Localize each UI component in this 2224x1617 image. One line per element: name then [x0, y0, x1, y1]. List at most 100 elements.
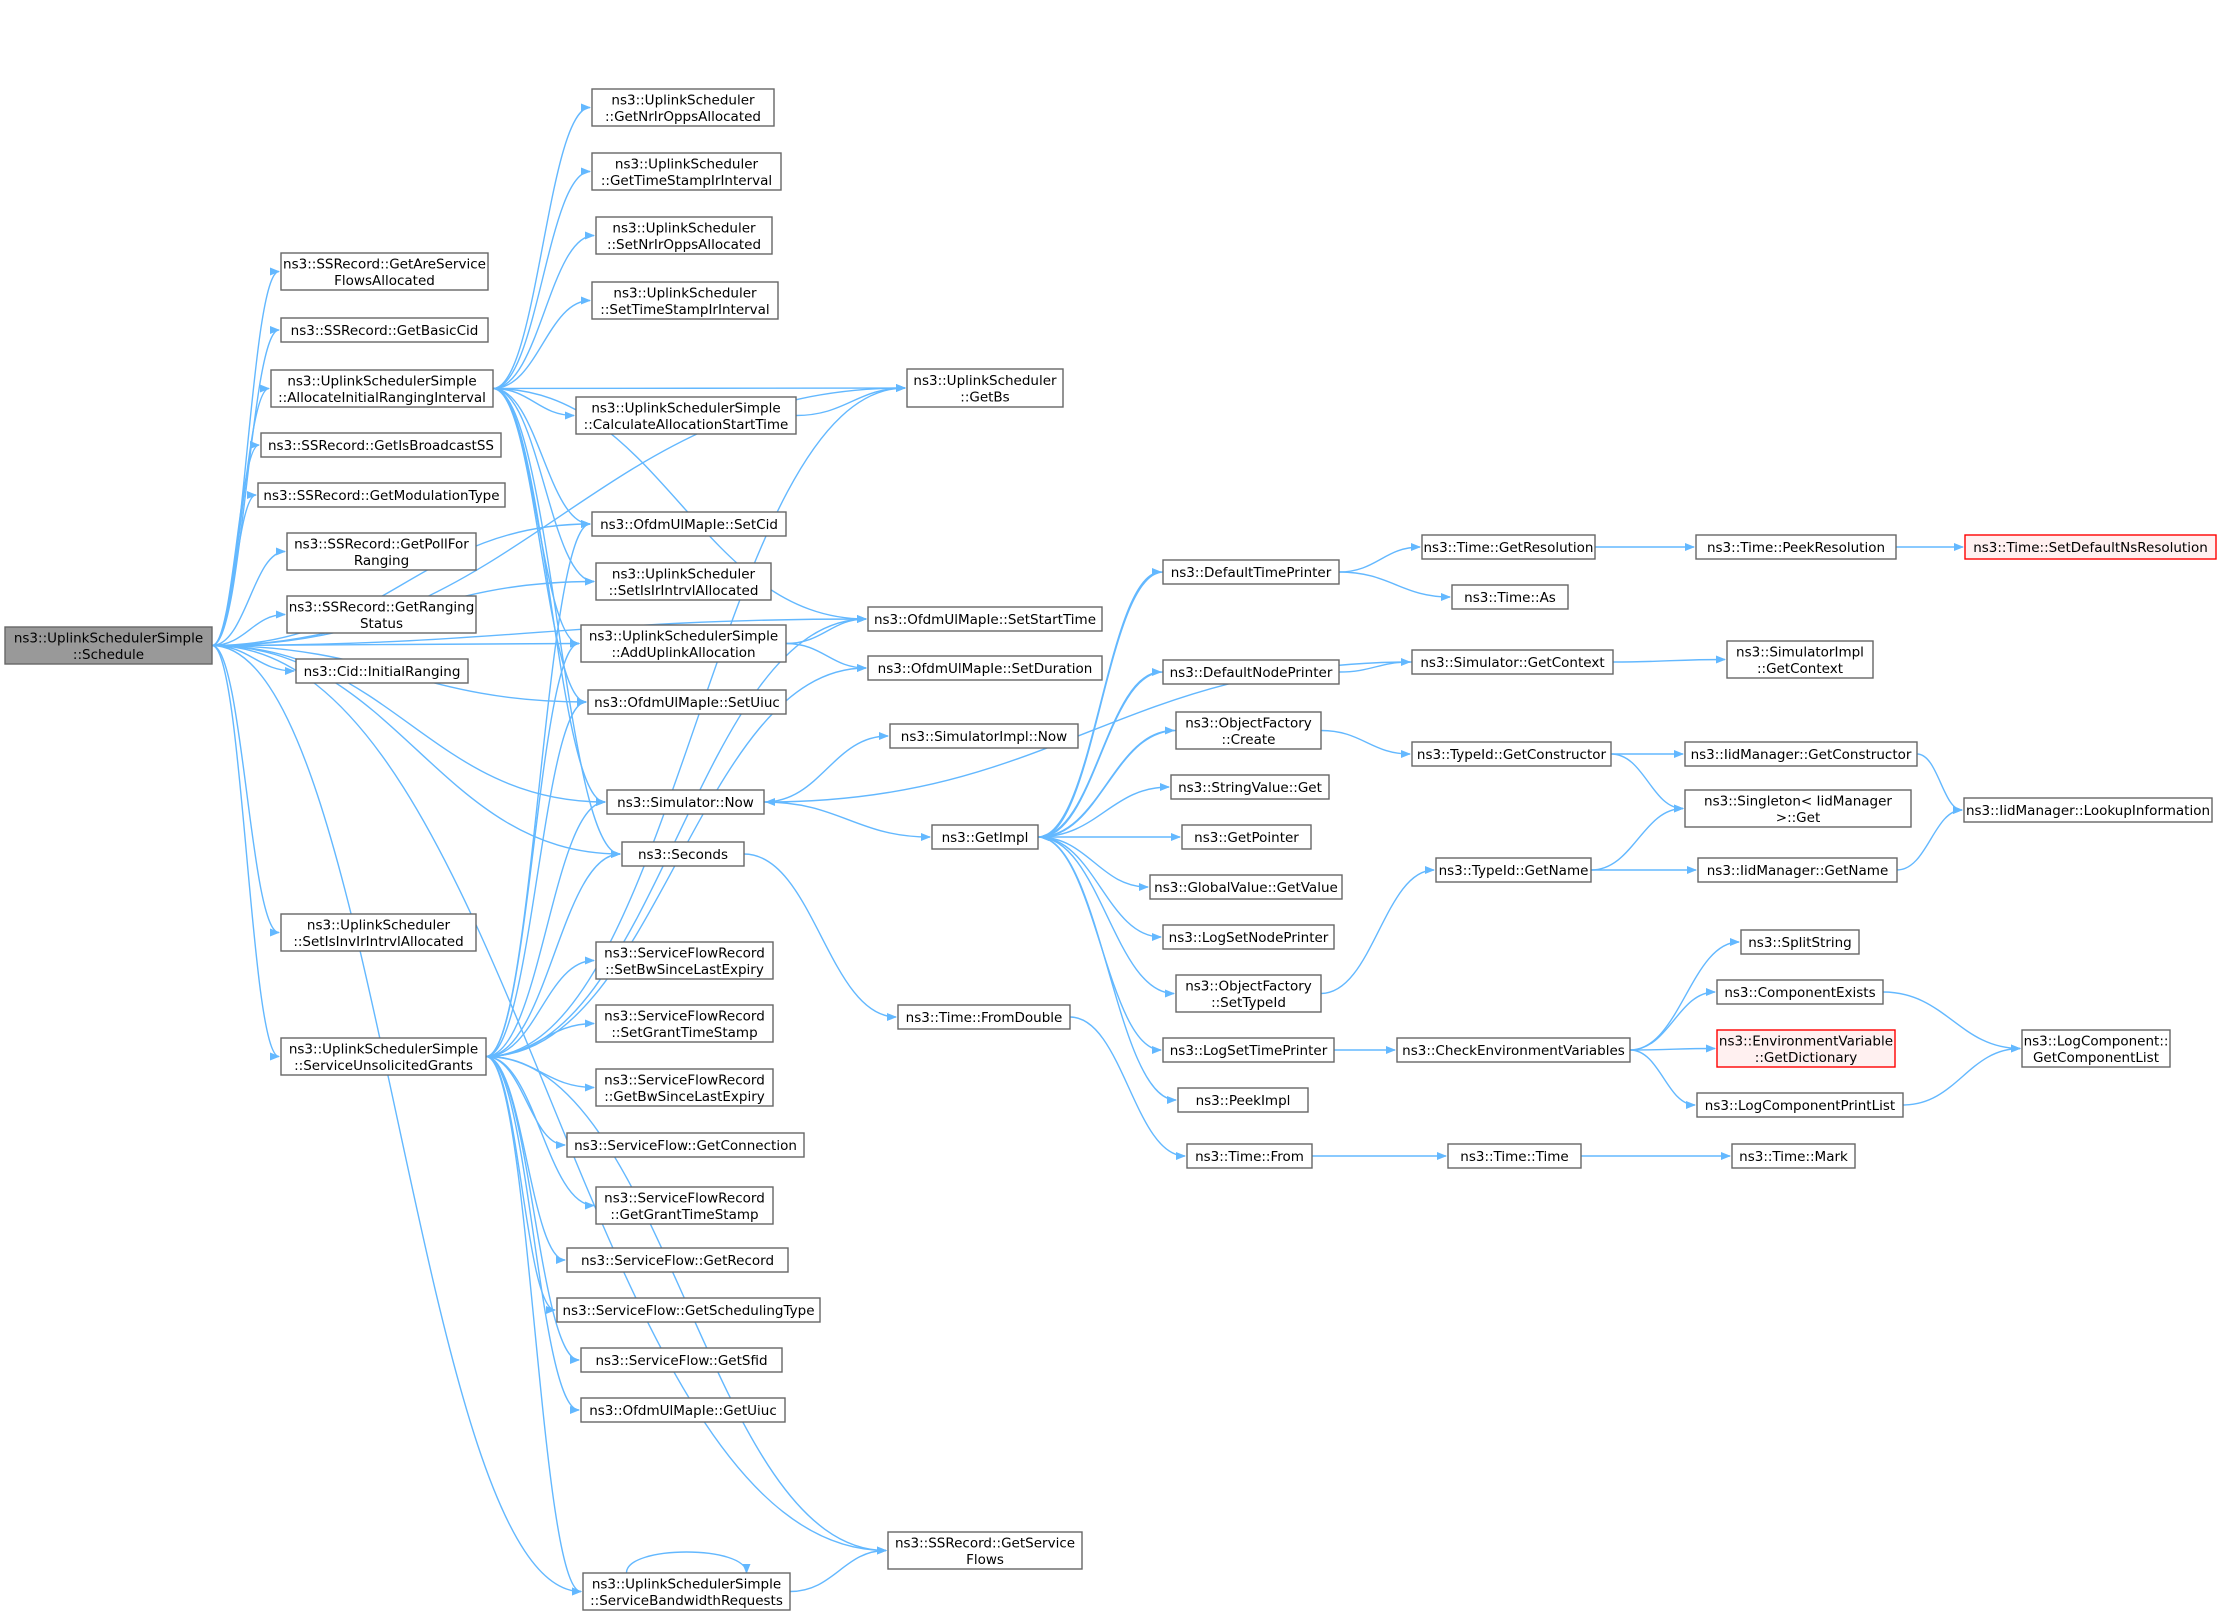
node-calcAllocStart[interactable]: ns3::UplinkSchedulerSimple::CalculateAll…	[575, 396, 797, 435]
node-addUplinkAlloc[interactable]: ns3::UplinkSchedulerSimple::AddUplinkAll…	[580, 624, 787, 663]
node-setBwSince[interactable]: ns3::ServiceFlowRecord::SetBwSinceLastEx…	[595, 941, 774, 980]
node-getModulationType[interactable]: ns3::SSRecord::GetModulationType	[257, 482, 506, 508]
node-timeGetResolution[interactable]: ns3::Time::GetResolution	[1421, 534, 1596, 560]
edge-schedule-to-getPollForRanging	[211, 547, 286, 647]
edge-iidGetConstructor-to-iidLookupInfo	[1916, 753, 1963, 814]
node-seconds[interactable]: ns3::Seconds	[621, 841, 745, 867]
edge-checkEnvVars-to-envGetDictionary	[1629, 1044, 1716, 1053]
node-iidLookupInfo[interactable]: ns3::IidManager::LookupInformation	[1963, 797, 2213, 823]
edge-componentExists-to-logCompGetList	[1882, 991, 2021, 1053]
node-setIsIrIntrvl[interactable]: ns3::UplinkScheduler::SetIsIrIntrvlAlloc…	[595, 562, 772, 601]
node-simImplNow[interactable]: ns3::SimulatorImpl::Now	[889, 723, 1079, 749]
node-defaultNodePrinter[interactable]: ns3::DefaultNodePrinter	[1162, 659, 1340, 685]
node-label: ns3::Time::Time	[1460, 1149, 1568, 1165]
node-box	[867, 606, 1103, 632]
node-label: ::GetDictionary	[1755, 1050, 1857, 1066]
edge-objFactoryCreate-to-getImpl	[1039, 729, 1177, 841]
node-simImplGetContext[interactable]: ns3::SimulatorImpl::GetContext	[1726, 640, 1874, 679]
node-serviceBwReq[interactable]: ns3::UplinkSchedulerSimple::ServiceBandw…	[582, 1572, 791, 1611]
node-timePeekResolution[interactable]: ns3::Time::PeekResolution	[1695, 534, 1897, 560]
node-box	[887, 1531, 1083, 1570]
node-label: ::SetIsInvIrIntrvlAllocated	[293, 934, 463, 950]
node-objFactoryCreate[interactable]: ns3::ObjectFactory::Create	[1175, 711, 1322, 750]
node-timeAs[interactable]: ns3::Time::As	[1451, 584, 1569, 610]
edge-simNow-to-getImpl	[763, 801, 931, 841]
node-label: ::GetBs	[960, 389, 1009, 405]
edge-checkEnvVars-to-componentExists	[1629, 988, 1716, 1051]
node-setGrantTs[interactable]: ns3::ServiceFlowRecord::SetGrantTimeStam…	[595, 1004, 774, 1043]
edge-schedule-to-addUplinkAlloc	[211, 639, 580, 648]
node-checkEnvVars[interactable]: ns3::CheckEnvironmentVariables	[1396, 1037, 1631, 1063]
node-setTimeStampIr[interactable]: ns3::UplinkScheduler::SetTimeStampIrInte…	[591, 281, 779, 320]
edge-serviceUnsolicited-to-serviceBwReq	[485, 1055, 582, 1596]
node-componentExists[interactable]: ns3::ComponentExists	[1716, 979, 1884, 1005]
node-label: ns3::UplinkScheduler	[913, 373, 1057, 389]
node-timeFromDouble[interactable]: ns3::Time::FromDouble	[897, 1004, 1071, 1030]
node-label: ns3::Simulator::Now	[617, 795, 754, 811]
node-getImpl[interactable]: ns3::GetImpl	[931, 824, 1039, 850]
node-envGetDictionary[interactable]: ns3::EnvironmentVariable::GetDictionary	[1716, 1029, 1896, 1068]
node-getConnection[interactable]: ns3::ServiceFlow::GetConnection	[566, 1132, 805, 1158]
node-getPointer[interactable]: ns3::GetPointer	[1181, 824, 1312, 850]
node-getGrantTs[interactable]: ns3::ServiceFlowRecord::GetGrantTimeStam…	[595, 1186, 774, 1225]
node-setDefaultNsRes[interactable]: ns3::Time::SetDefaultNsResolution	[1964, 534, 2217, 560]
node-getUiuc[interactable]: ns3::OfdmUlMapIe::GetUiuc	[580, 1397, 786, 1423]
node-setStartTime[interactable]: ns3::OfdmUlMapIe::SetStartTime	[867, 606, 1103, 632]
node-setUiuc[interactable]: ns3::OfdmUlMapIe::SetUiuc	[587, 689, 787, 715]
node-label: ::GetBwSinceLastExpiry	[604, 1089, 765, 1105]
node-getTimeStampIr[interactable]: ns3::UplinkScheduler::GetTimeStampIrInte…	[591, 152, 782, 191]
node-timeTime[interactable]: ns3::Time::Time	[1447, 1143, 1582, 1169]
node-label: ns3::LogSetTimePrinter	[1170, 1043, 1328, 1059]
node-typeIdGetConstructor[interactable]: ns3::TypeId::GetConstructor	[1411, 741, 1612, 767]
node-globalValueGet[interactable]: ns3::GlobalValue::GetValue	[1149, 874, 1343, 900]
edge-addUplinkAlloc-to-setStartTime	[785, 615, 867, 645]
node-stringValueGet[interactable]: ns3::StringValue::Get	[1170, 774, 1330, 800]
node-label: ns3::ServiceFlow::GetSchedulingType	[562, 1303, 814, 1319]
node-getSchedType[interactable]: ns3::ServiceFlow::GetSchedulingType	[556, 1297, 821, 1323]
node-getBs[interactable]: ns3::UplinkScheduler::GetBs	[906, 368, 1064, 408]
node-iidGetConstructor[interactable]: ns3::IidManager::GetConstructor	[1684, 741, 1918, 767]
node-objFactorySetTypeId[interactable]: ns3::ObjectFactory::SetTypeId	[1175, 974, 1322, 1013]
node-getIsBroadcastSS[interactable]: ns3::SSRecord::GetIsBroadcastSS	[260, 432, 502, 458]
node-timeFrom[interactable]: ns3::Time::From	[1186, 1143, 1313, 1169]
node-box	[295, 658, 469, 684]
node-schedule[interactable]: ns3::UplinkSchedulerSimple::Schedule	[4, 626, 213, 665]
node-initialRanging[interactable]: ns3::Cid::InitialRanging	[295, 658, 469, 684]
node-logCompGetList[interactable]: ns3::LogComponent::GetComponentList	[2021, 1029, 2171, 1068]
node-iidGetName[interactable]: ns3::IidManager::GetName	[1697, 857, 1898, 883]
node-getAreServiceFlows[interactable]: ns3::SSRecord::GetAreServiceFlowsAllocat…	[280, 252, 489, 291]
node-simNow[interactable]: ns3::Simulator::Now	[606, 789, 765, 815]
node-label: ns3::UplinkSchedulerSimple	[591, 400, 780, 416]
node-singletonGet[interactable]: ns3::Singleton< IidManager>::Get	[1684, 789, 1912, 828]
node-setDuration[interactable]: ns3::OfdmUlMapIe::SetDuration	[867, 655, 1103, 681]
node-setIsInvIrIntrvl[interactable]: ns3::UplinkScheduler::SetIsInvIrIntrvlAl…	[280, 913, 477, 952]
node-timeMark[interactable]: ns3::Time::Mark	[1731, 1143, 1856, 1169]
node-logComponentPrintList[interactable]: ns3::LogComponentPrintList	[1696, 1092, 1904, 1118]
node-label: ns3::TypeId::GetName	[1439, 863, 1589, 879]
node-serviceUnsolicited[interactable]: ns3::UplinkSchedulerSimple::ServiceUnsol…	[280, 1037, 487, 1076]
edge-objFactoryCreate-to-typeIdGetConstructor	[1320, 729, 1411, 758]
node-box	[1421, 534, 1596, 560]
node-getRecord[interactable]: ns3::ServiceFlow::GetRecord	[566, 1247, 789, 1273]
node-typeIdGetName[interactable]: ns3::TypeId::GetName	[1435, 857, 1592, 883]
node-setNrIrOpps[interactable]: ns3::UplinkScheduler::SetNrIrOppsAllocat…	[595, 216, 773, 255]
node-allocInitRanging[interactable]: ns3::UplinkSchedulerSimple::AllocateInit…	[270, 369, 494, 408]
node-box	[1175, 711, 1322, 750]
node-getBwSince[interactable]: ns3::ServiceFlowRecord::GetBwSinceLastEx…	[595, 1068, 774, 1107]
node-simGetContext[interactable]: ns3::Simulator::GetContext	[1411, 649, 1614, 675]
node-getBasicCid[interactable]: ns3::SSRecord::GetBasicCid	[280, 317, 489, 343]
node-label: ns3::Singleton< IidManager	[1704, 793, 1892, 809]
node-defaultTimePrinter[interactable]: ns3::DefaultTimePrinter	[1162, 559, 1340, 585]
node-setCid[interactable]: ns3::OfdmUlMapIe::SetCid	[591, 511, 787, 537]
node-splitString[interactable]: ns3::SplitString	[1740, 929, 1860, 955]
node-peekImpl[interactable]: ns3::PeekImpl	[1177, 1087, 1309, 1113]
node-label: ns3::ServiceFlowRecord	[604, 1072, 765, 1088]
node-getSfid[interactable]: ns3::ServiceFlow::GetSfid	[580, 1347, 783, 1373]
node-getNrIrOpps[interactable]: ns3::UplinkScheduler::GetNrIrOppsAllocat…	[591, 88, 775, 127]
edge-seconds-to-timeFromDouble	[743, 853, 897, 1021]
node-logSetTimePrinter[interactable]: ns3::LogSetTimePrinter	[1162, 1037, 1335, 1063]
node-logSetNodePrinter[interactable]: ns3::LogSetNodePrinter	[1162, 924, 1335, 950]
